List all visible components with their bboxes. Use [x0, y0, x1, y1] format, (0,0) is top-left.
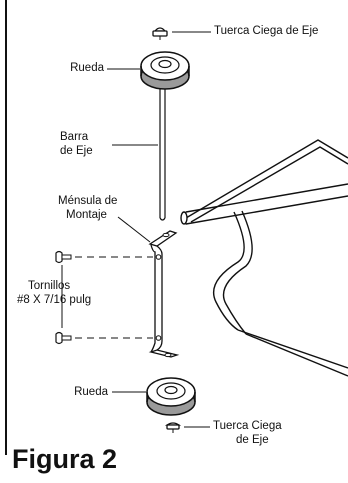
mounting-bracket-label-line2: Montaje: [66, 209, 107, 221]
top-wheel-icon: [140, 51, 190, 90]
top-wheel-label: Rueda: [70, 62, 104, 74]
mounting-bracket-label-line1: Ménsula de: [58, 195, 118, 207]
bottom-screw-icon: [55, 331, 72, 345]
top-screw-icon: [55, 250, 72, 264]
figure-title: Figura 2: [12, 444, 118, 474]
mounting-bracket-icon: [148, 230, 180, 358]
bottom-wheel-label: Rueda: [74, 386, 108, 398]
screws-label-line1: Tornillos: [28, 280, 71, 292]
bottom-acorn-nut-label-line1: Tuerca Ciega: [213, 420, 282, 432]
axle-bar-icon: [159, 89, 166, 221]
bottom-acorn-nut-label-line2: de Eje: [236, 434, 269, 446]
screws-label-line2: #8 X 7/16 pulg: [17, 294, 92, 306]
mounting-bracket-leader: [117, 216, 151, 243]
top-acorn-nut-icon: [152, 27, 168, 40]
bottom-wheel-icon: [146, 377, 196, 416]
bottom-acorn-nut-icon: [164, 422, 182, 433]
top-acorn-nut-label: Tuerca Ciega de Eje: [214, 25, 319, 37]
tubular-frame: [180, 139, 348, 377]
axle-bar-label-line1: Barra: [60, 131, 89, 143]
axle-bar-label-line2: de Eje: [60, 145, 93, 157]
